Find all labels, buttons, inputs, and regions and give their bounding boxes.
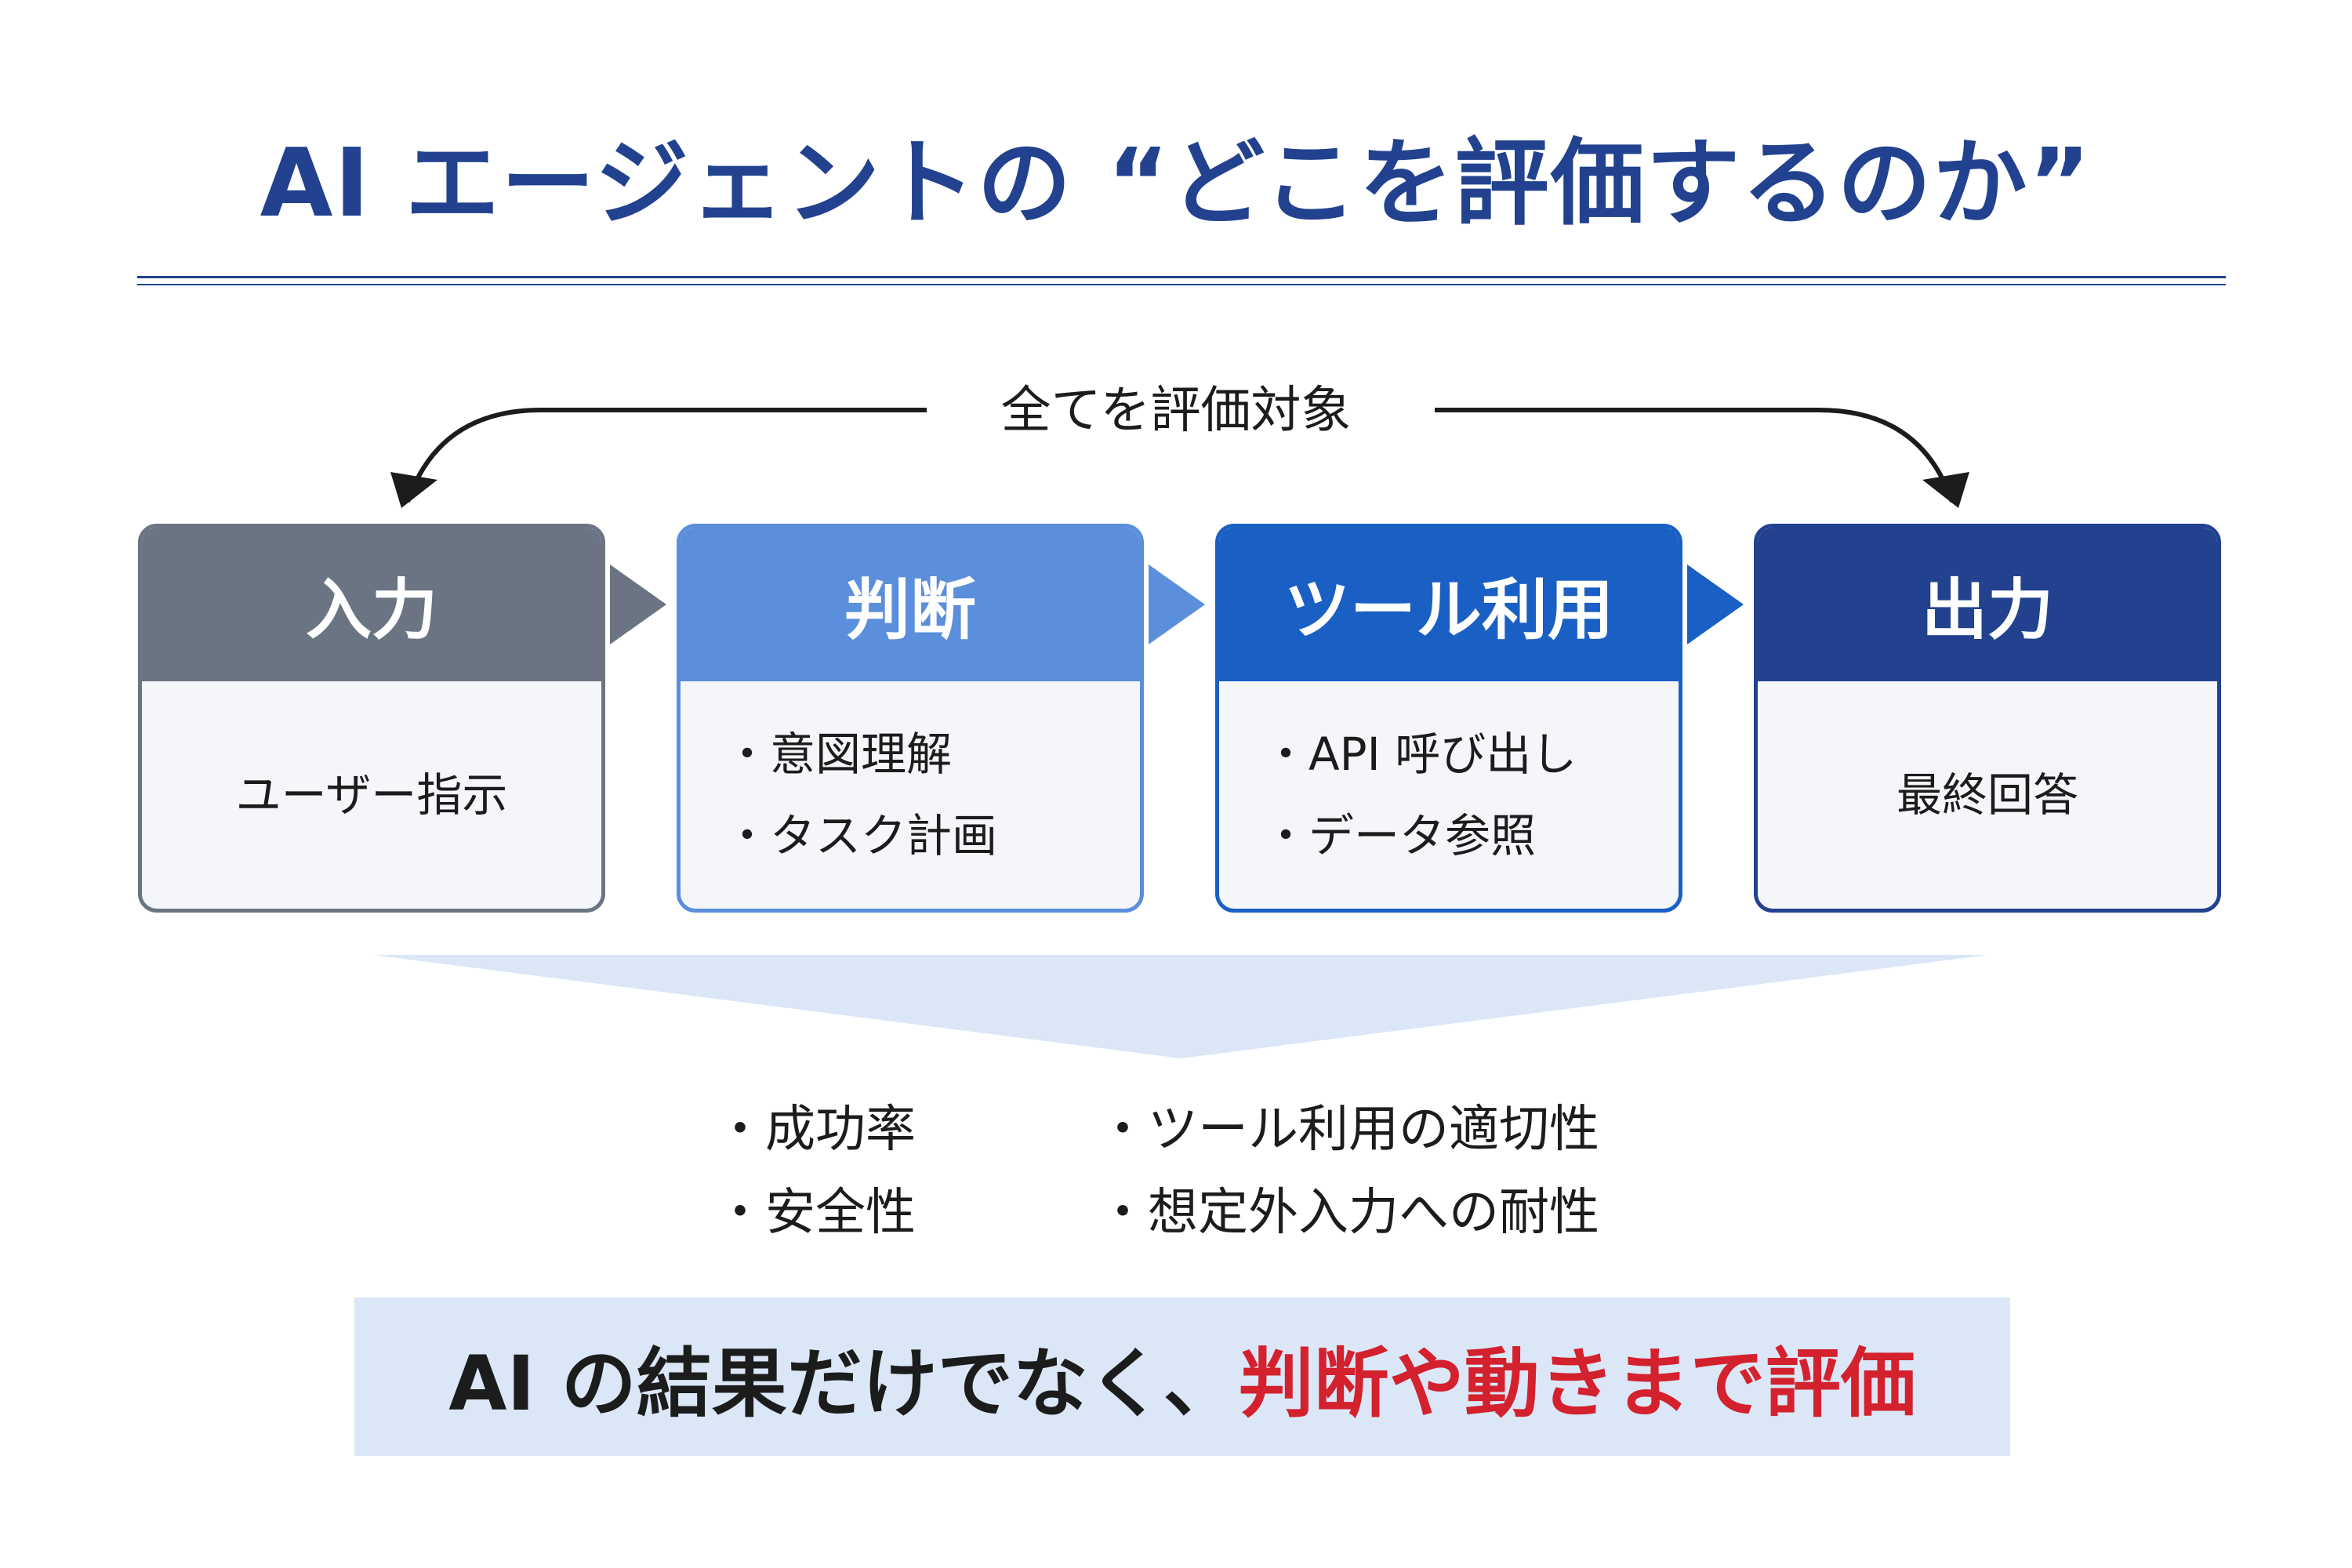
stage-output-item: 最終回答 bbox=[1896, 768, 2078, 822]
criteria-left: ・成功率 ・安全性 bbox=[715, 1088, 916, 1254]
stage-decision-item: ・意図理解 bbox=[724, 728, 953, 781]
chevron-right-icon bbox=[1149, 564, 1205, 644]
left-scope-arrow bbox=[405, 408, 927, 503]
title-divider-bottom bbox=[137, 284, 2226, 285]
stage-decision-box: 判断 ・意図理解 ・タスク計画 bbox=[677, 524, 1144, 913]
left-arrowhead bbox=[390, 472, 437, 508]
criteria-item: ・成功率 bbox=[715, 1101, 916, 1159]
scope-arrows bbox=[390, 408, 1969, 508]
criteria-right: ・ツール利用の適切性 ・想定外入力への耐性 bbox=[1098, 1088, 1599, 1254]
stage-decision-item: ・タスク計画 bbox=[724, 809, 998, 862]
scope-label: 全てを評価対象 bbox=[1000, 382, 1352, 440]
stage-input-title: 入力 bbox=[142, 528, 601, 681]
chevron-right-icon bbox=[610, 564, 666, 644]
stage-tool-box: ツール利用 ・API 呼び出し ・データ参照 bbox=[1215, 524, 1682, 913]
stage-decision-title: 判断 bbox=[681, 528, 1140, 681]
criteria-item: ・安全性 bbox=[715, 1184, 916, 1242]
stage-tool-title: ツール利用 bbox=[1219, 528, 1679, 681]
stage-output-box: 出力 最終回答 bbox=[1754, 524, 2221, 913]
title-divider-top bbox=[137, 276, 2226, 278]
criteria-item: ・想定外入力への耐性 bbox=[1098, 1184, 1599, 1242]
stage-tool-item: ・API 呼び出し bbox=[1263, 728, 1577, 781]
stage-tool-item: ・データ参照 bbox=[1263, 809, 1537, 862]
stage-input-item: ユーザー指示 bbox=[235, 768, 508, 822]
page-title: AI エージェントの “どこを評価するのか” bbox=[260, 129, 2092, 238]
stage-input-box: 入力 ユーザー指示 bbox=[138, 524, 605, 913]
summary-text: AI の結果だけでなく、 bbox=[448, 1339, 1239, 1428]
summary-banner: AI の結果だけでなく、判断や動きまで評価 bbox=[354, 1298, 2010, 1456]
right-arrowhead bbox=[1922, 472, 1969, 508]
chevron-right-icon bbox=[1687, 564, 1744, 644]
stage-output-title: 出力 bbox=[1758, 528, 2217, 681]
criteria-item: ・ツール利用の適切性 bbox=[1098, 1101, 1599, 1159]
summary-emphasis: 判断や動きまで評価 bbox=[1238, 1339, 1916, 1428]
funnel-arrow bbox=[373, 955, 1988, 1058]
right-scope-arrow bbox=[1435, 408, 1955, 503]
